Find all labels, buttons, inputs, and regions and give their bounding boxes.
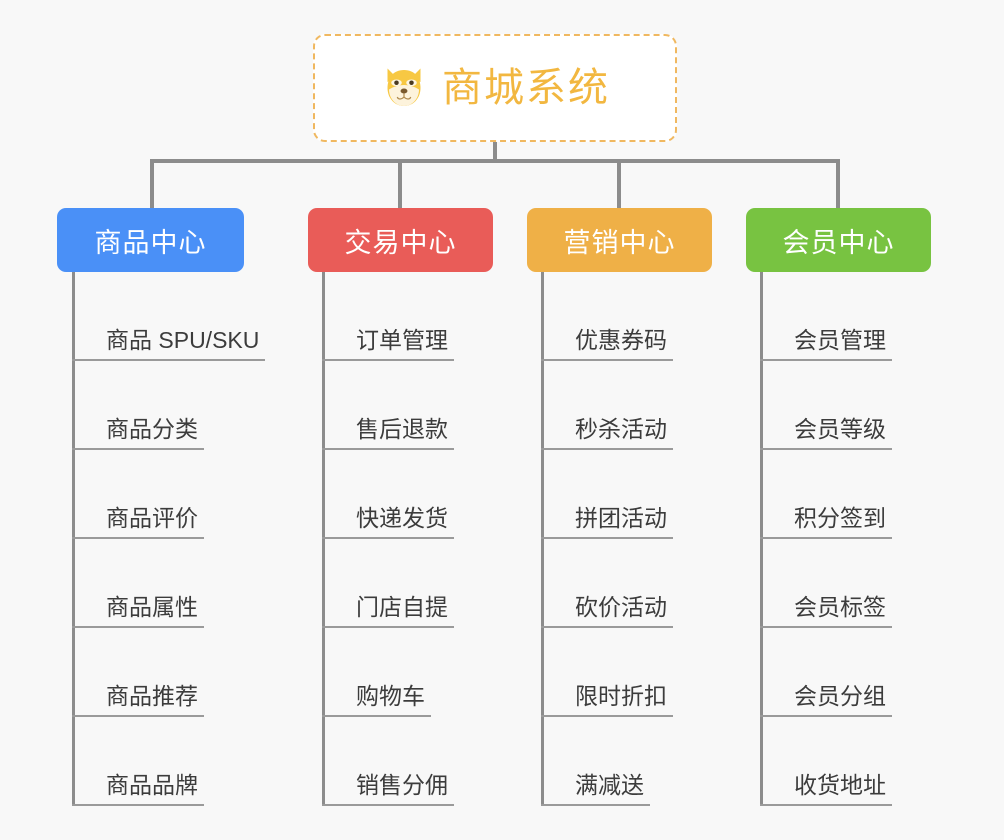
dog-face-icon xyxy=(387,68,421,106)
leaf-spine-2 xyxy=(322,272,325,806)
leaf-item[interactable]: 会员等级 xyxy=(760,361,892,450)
category-box-2[interactable]: 交易中心 xyxy=(308,208,493,272)
leaf-item[interactable]: 订单管理 xyxy=(322,272,454,361)
leaf-item[interactable]: 会员标签 xyxy=(760,539,892,628)
leaf-item[interactable]: 优惠券码 xyxy=(541,272,673,361)
leaf-item[interactable]: 商品属性 xyxy=(72,539,265,628)
category-label-2: 交易中心 xyxy=(344,227,457,258)
category-label-1: 商品中心 xyxy=(94,227,207,258)
leaf-label: 售后退款 xyxy=(322,416,454,450)
leaf-item[interactable]: 会员分组 xyxy=(760,628,892,717)
leaf-column-2: 订单管理 售后退款 快递发货 门店自提 购物车 销售分佣 xyxy=(322,272,454,806)
leaf-item[interactable]: 商品品牌 xyxy=(72,717,265,806)
leaf-label: 商品评价 xyxy=(72,505,204,539)
category-label-3: 营销中心 xyxy=(563,227,676,258)
leaf-label: 会员等级 xyxy=(760,416,892,450)
leaf-label: 商品分类 xyxy=(72,416,204,450)
leaf-spine-1 xyxy=(72,272,75,806)
leaf-item[interactable]: 满减送 xyxy=(541,717,673,806)
leaf-label: 商品 SPU/SKU xyxy=(72,327,266,361)
category-box-1[interactable]: 商品中心 xyxy=(57,208,244,272)
leaf-label: 会员管理 xyxy=(760,327,892,361)
leaf-spine-3 xyxy=(541,272,544,806)
leaf-item[interactable]: 商品分类 xyxy=(72,361,265,450)
leaf-label: 拼团活动 xyxy=(541,505,673,539)
category-label-4: 会员中心 xyxy=(782,227,895,258)
leaf-item[interactable]: 商品 SPU/SKU xyxy=(72,272,266,361)
category-box-3[interactable]: 营销中心 xyxy=(527,208,712,272)
category-box-4[interactable]: 会员中心 xyxy=(746,208,931,272)
leaf-label: 优惠券码 xyxy=(541,327,673,361)
leaf-label: 秒杀活动 xyxy=(541,416,673,450)
leaf-label: 订单管理 xyxy=(322,327,454,361)
leaf-label: 积分签到 xyxy=(760,505,892,539)
leaf-item[interactable]: 售后退款 xyxy=(322,361,454,450)
leaf-item[interactable]: 限时折扣 xyxy=(541,628,673,717)
leaf-label: 商品属性 xyxy=(72,594,204,628)
connector-horizontal-bus xyxy=(150,159,840,163)
leaf-label: 会员分组 xyxy=(760,683,892,717)
leaf-label: 满减送 xyxy=(541,772,650,806)
leaf-label: 快递发货 xyxy=(322,505,454,539)
leaf-label: 销售分佣 xyxy=(322,772,454,806)
leaf-item[interactable]: 门店自提 xyxy=(322,539,454,628)
leaf-label: 商品品牌 xyxy=(72,772,204,806)
connector-drop-2 xyxy=(398,159,402,208)
leaf-label: 门店自提 xyxy=(322,594,454,628)
leaf-label: 商品推荐 xyxy=(72,683,204,717)
connector-drop-1 xyxy=(150,159,154,208)
leaf-item[interactable]: 积分签到 xyxy=(760,450,892,539)
connector-drop-3 xyxy=(617,159,621,208)
leaf-column-1: 商品 SPU/SKU 商品分类 商品评价 商品属性 商品推荐 商品品牌 xyxy=(72,272,266,806)
leaf-item[interactable]: 快递发货 xyxy=(322,450,454,539)
leaf-item[interactable]: 销售分佣 xyxy=(322,717,454,806)
leaf-item[interactable]: 会员管理 xyxy=(760,272,892,361)
leaf-label: 限时折扣 xyxy=(541,683,673,717)
leaf-item[interactable]: 购物车 xyxy=(322,628,454,717)
leaf-label: 会员标签 xyxy=(760,594,892,628)
root-node-mall-system[interactable]: 商城系统 xyxy=(313,34,677,142)
leaf-label: 购物车 xyxy=(322,683,431,717)
leaf-item[interactable]: 砍价活动 xyxy=(541,539,673,628)
leaf-column-4: 会员管理 会员等级 积分签到 会员标签 会员分组 收货地址 xyxy=(760,272,892,806)
leaf-item[interactable]: 秒杀活动 xyxy=(541,361,673,450)
connector-drop-4 xyxy=(836,159,840,208)
leaf-item[interactable]: 商品评价 xyxy=(72,450,265,539)
leaf-spine-4 xyxy=(760,272,763,806)
leaf-item[interactable]: 拼团活动 xyxy=(541,450,673,539)
root-node-label: 商城系统 xyxy=(442,66,610,110)
leaf-item[interactable]: 商品推荐 xyxy=(72,628,265,717)
leaf-label: 砍价活动 xyxy=(541,594,673,628)
leaf-label: 收货地址 xyxy=(760,772,892,806)
connector-root-stem xyxy=(493,142,497,162)
leaf-item[interactable]: 收货地址 xyxy=(760,717,892,806)
leaf-column-3: 优惠券码 秒杀活动 拼团活动 砍价活动 限时折扣 满减送 xyxy=(541,272,673,806)
